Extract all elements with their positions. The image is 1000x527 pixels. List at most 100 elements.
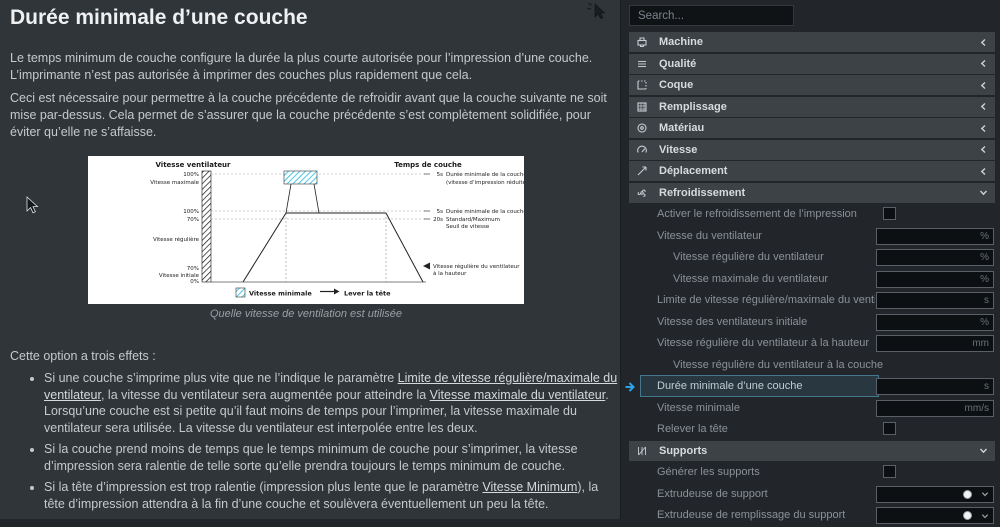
category-label: Supports [659,444,708,457]
category-quality[interactable]: Qualité [629,53,995,74]
setting-label: Générer les supports [657,466,760,478]
setting-label: Vitesse régulière du ventilateur à la co… [673,358,884,371]
material-icon [636,122,650,134]
chevron-left-icon [979,167,988,176]
category-label: Machine [659,36,704,48]
diagram-left-title: Vitesse ventilateur [156,161,232,169]
cursor-icon [586,2,606,26]
chevron-left-icon [979,102,988,111]
setting-label: Vitesse des ventilateurs initiale [657,315,808,328]
cooling-fan-icon [636,187,650,199]
setting-row: Activer le refroidissement de l’impressi… [629,204,995,224]
diagram-label: Seuil de vitesse [446,224,490,230]
setting-value-input[interactable]: % [876,313,994,331]
chevron-left-icon [979,145,988,154]
diagram-label: 70% [187,217,199,223]
setting-value-input[interactable]: mm [876,335,994,352]
settings-panel: Machine Qualité Coque Remplissage Matéri… [620,0,1000,524]
diagram-label: 70% [187,266,199,272]
effect-item: Si la couche prend moins de temps que le… [44,441,622,474]
setting-label: Limite de vitesse régulière/maximale du … [657,294,875,306]
legend-swatch [235,287,246,298]
setting-checkbox[interactable] [883,465,896,478]
category-machine[interactable]: Machine [629,32,995,52]
setting-value-input[interactable]: % [876,270,994,288]
left-arrow-icon [423,262,430,270]
page-title: Durée minimale d’une couche [10,6,308,29]
text: ), la tête d’impression attendra à la fi… [44,480,599,511]
category-infill[interactable]: Remplissage [629,96,995,117]
diagram-time: 5s [437,172,443,178]
setting-row: Vitesse régulière du ventilateur % [629,247,995,267]
diagram-time: 20s [433,217,443,223]
diagram-label: Vitesse maximale [150,180,199,186]
category-supports[interactable]: Supports [629,440,995,461]
extruder-dropdown[interactable] [876,507,994,524]
setting-row: Vitesse minimale mm/s [629,398,995,418]
setting-row: Relever la tête [629,419,995,439]
axis-hatched-bar [201,170,212,283]
diagram-label: (vitesse d’impression réduite) [446,179,524,186]
setting-row: Générer les supports [629,462,995,482]
category-shell[interactable]: Coque [629,75,995,95]
chevron-down-icon [979,446,988,455]
setting-label: Vitesse du ventilateur [657,229,762,242]
text: . Lorsqu’une couche est si petite qu’il … [44,387,609,435]
category-label: Matériau [659,122,705,134]
diagram-right-title: Temps de couche [394,161,462,169]
quality-icon [636,58,650,70]
setting-label: Vitesse régulière du ventilateur à la ha… [657,337,869,349]
text: , la vitesse du ventilateur sera augment… [100,387,430,402]
setting-checkbox[interactable] [883,422,896,435]
setting-unit: s [984,295,989,306]
search-input[interactable] [629,5,794,26]
setting-unit: % [980,316,989,328]
setting-link[interactable]: Vitesse maximale du ventilateur [429,387,606,402]
shell-icon [636,79,650,91]
category-material[interactable]: Matériau [629,118,995,138]
category-label: Coque [659,79,694,91]
setting-value-input[interactable]: s [876,378,994,395]
setting-label: Extrudeuse de support [657,487,768,500]
fan-speed-curve [242,212,424,283]
setting-label: Durée minimale d’une couche [657,380,803,392]
chevron-left-icon [979,81,988,90]
setting-checkbox[interactable] [883,207,896,220]
setting-unit: % [980,230,989,242]
setting-unit: % [980,252,989,263]
text: Si la tête d’impression est trop ralenti… [44,480,483,494]
category-label: Remplissage [659,100,727,113]
extruder-dropdown[interactable] [876,485,994,503]
setting-value-input[interactable]: mm/s [876,399,994,417]
setting-link[interactable]: Vitesse Minimum [482,480,578,494]
text: Si une couche s’imprime plus vite que ne… [44,371,398,385]
category-travel[interactable]: Déplacement [629,161,995,181]
setting-unit: s [984,381,989,392]
effects-intro: Cette option a trois effets : [10,349,156,363]
paragraph: Le temps minimum de couche configure la … [10,51,593,82]
setting-value-input[interactable]: s [876,292,994,309]
setting-value-input[interactable]: % [876,227,994,245]
category-label: Déplacement [659,165,728,177]
diagram-label: Vitesse régulière du ventilateur [433,263,520,270]
category-cooling[interactable]: Refroidissement [629,182,995,203]
setting-link[interactable]: Limite de vitesse régulière/maximale du … [44,371,618,402]
setting-unit: mm [972,338,989,349]
chevron-left-icon [979,38,988,47]
setting-label: Vitesse régulière du ventilateur [673,251,824,263]
category-label: Vitesse [659,143,698,156]
setting-label: Extrudeuse de remplissage du support [657,509,846,521]
diagram-label: 100% [183,209,199,215]
setting-label: Relever la tête [657,423,728,435]
machine-icon [636,36,650,48]
category-speed[interactable]: Vitesse [629,139,995,160]
diagram-label: Standard/Maximum [446,217,500,223]
setting-label: Vitesse minimale [657,401,740,414]
legend-label: Vitesse minimale [249,290,312,298]
setting-value-input[interactable]: % [876,249,994,266]
setting-row: Extrudeuse de remplissage du support [629,505,995,525]
diagram-time: 5s [437,209,443,215]
setting-label: Activer le refroidissement de l’impressi… [657,208,857,220]
mouse-cursor [26,196,39,219]
travel-icon [636,165,650,177]
